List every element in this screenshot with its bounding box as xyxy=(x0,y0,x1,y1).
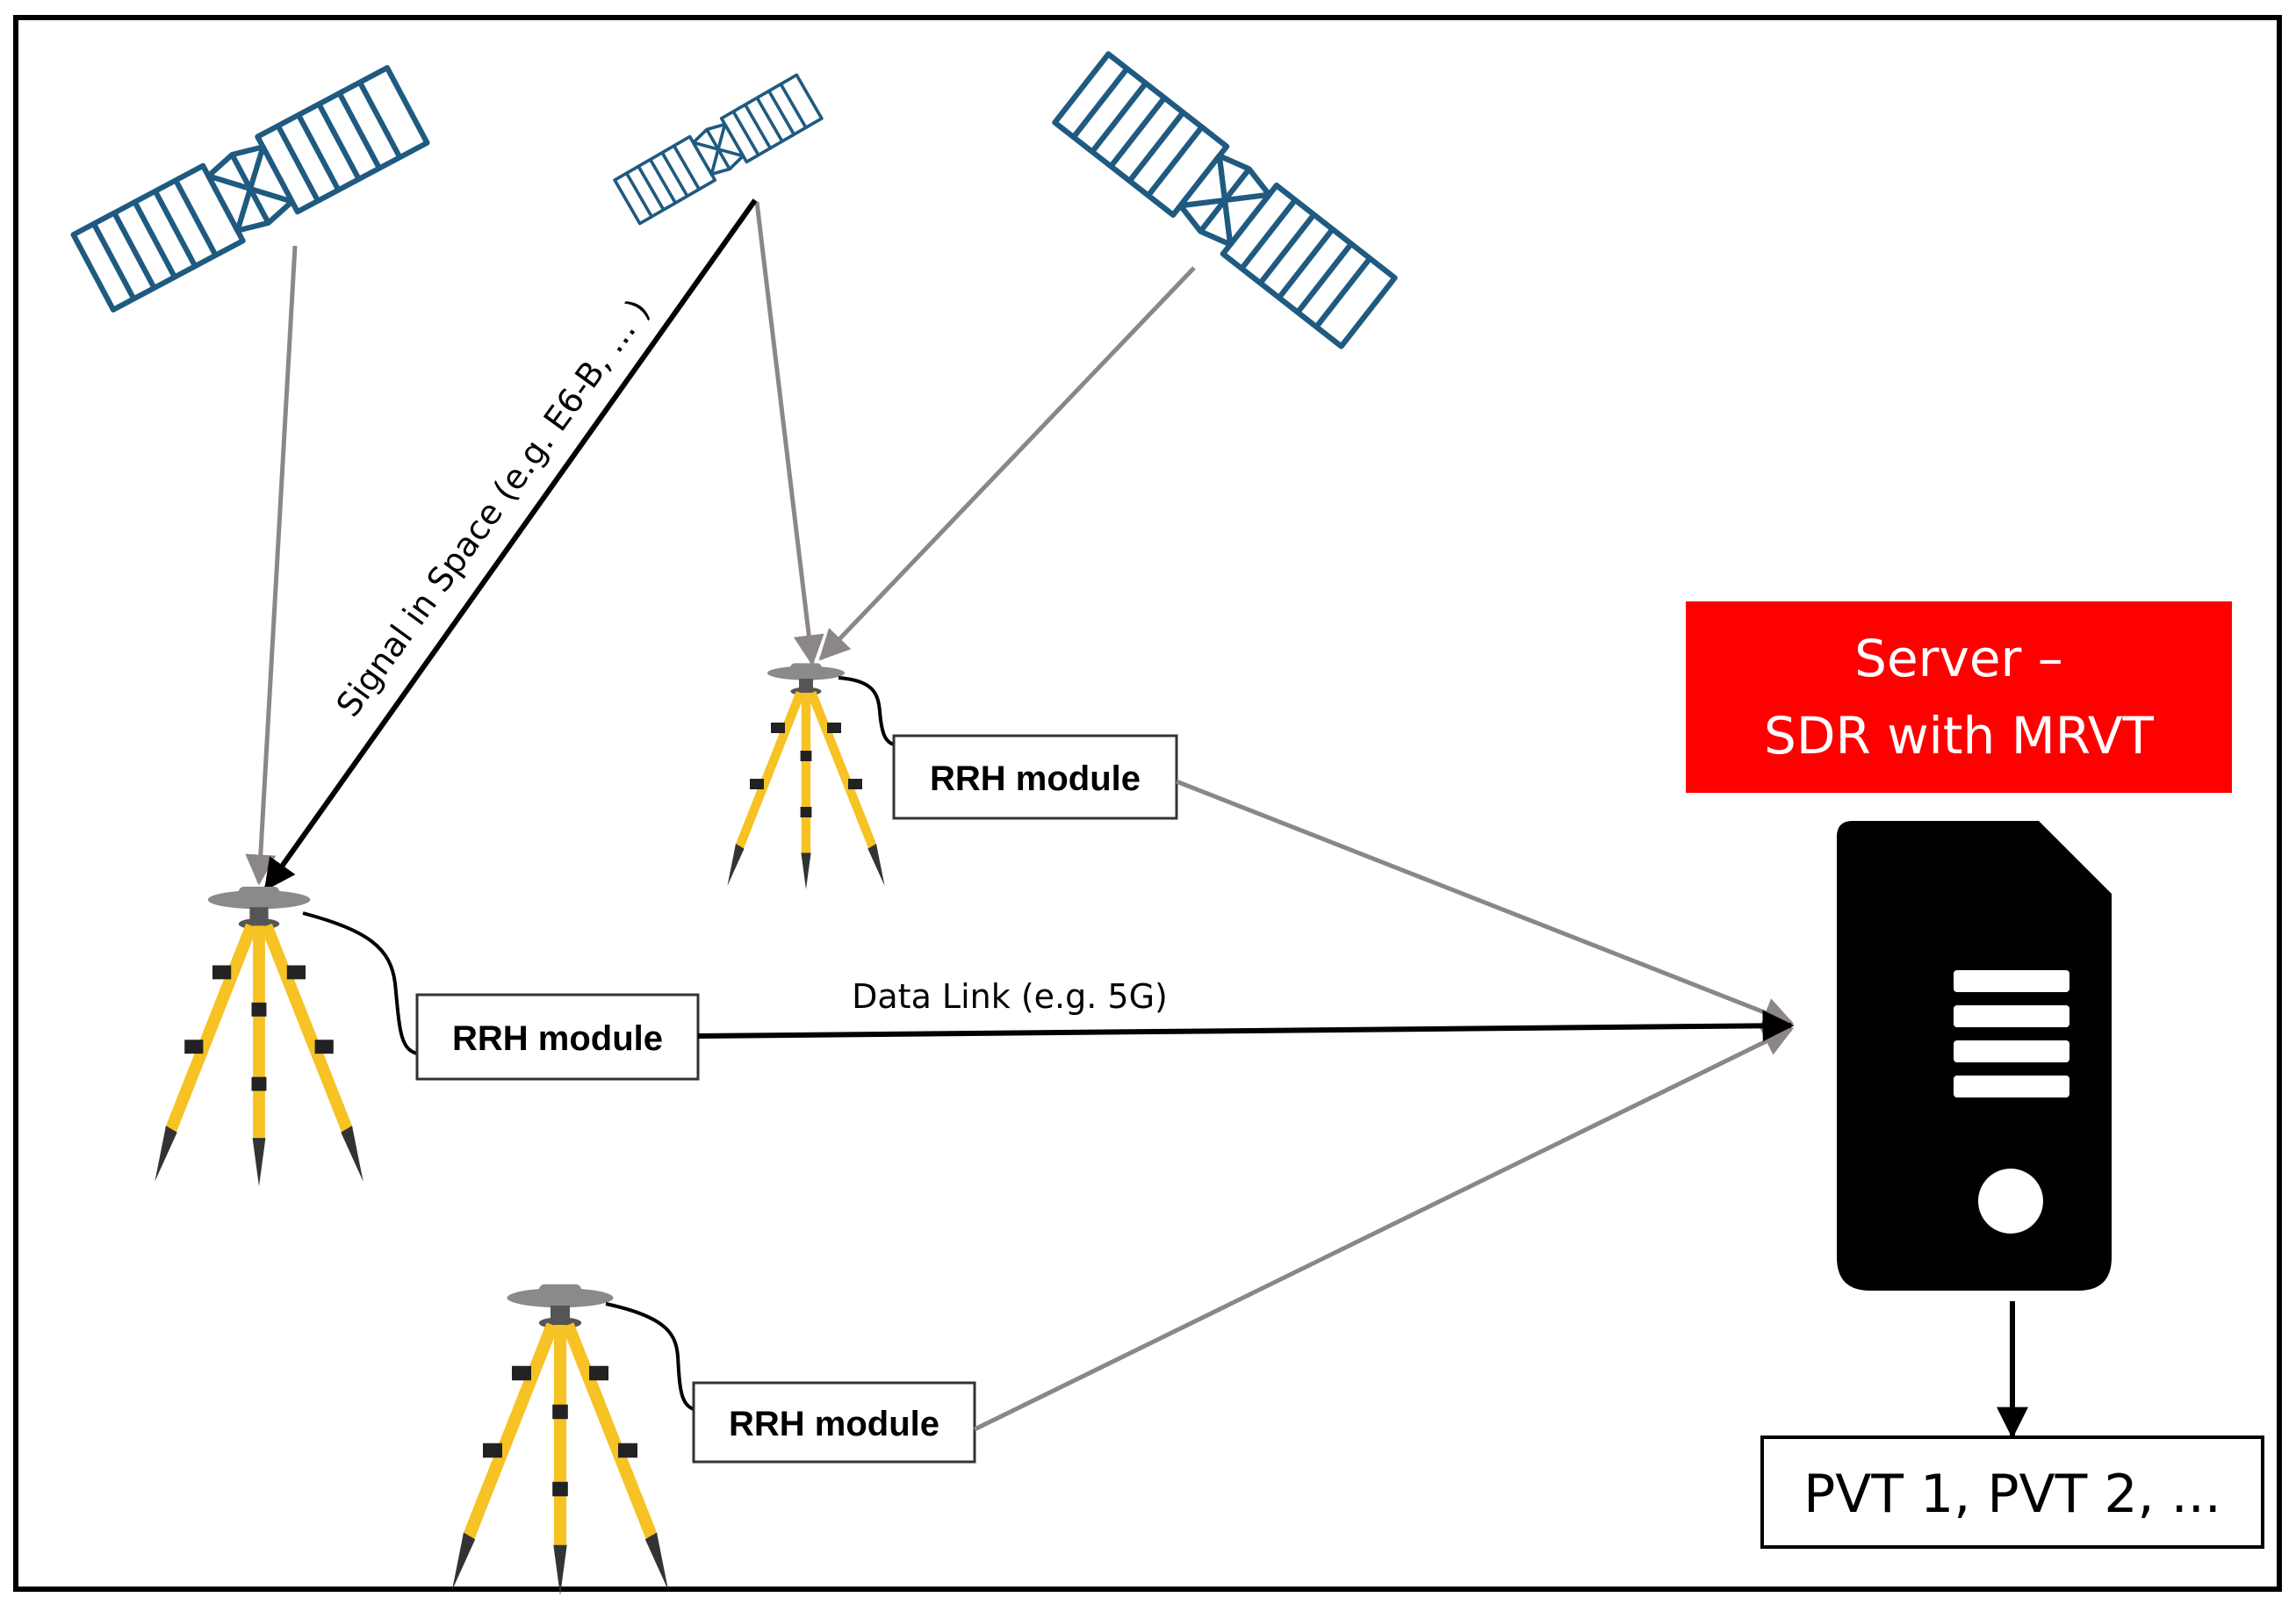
rrh-module-1: RRH module xyxy=(415,993,700,1081)
pvt-output-label: PVT 1, PVT 2, ... xyxy=(1803,1464,2221,1525)
signal-line-right-sat-to-tripod-2 xyxy=(818,266,1196,661)
signal-in-space-arrow xyxy=(263,198,758,891)
signal-line-center-sat-to-tripod-2 xyxy=(754,201,824,666)
rrh-module-2-label: RRH module xyxy=(930,759,1141,798)
pvt-output-box: PVT 1, PVT 2, ... xyxy=(1760,1436,2264,1549)
rrh-module-1-label: RRH module xyxy=(452,1019,663,1058)
server-label: Server – SDR with MRVT xyxy=(1686,601,2232,793)
data-link-label: Data Link (e.g. 5G) xyxy=(852,977,1168,1016)
rrh-module-3: RRH module xyxy=(692,1381,976,1464)
data-link-rrh-1-to-server xyxy=(697,1010,1795,1042)
rrh-module-2: RRH module xyxy=(892,734,1178,820)
server-label-line2: SDR with MRVT xyxy=(1764,706,2155,766)
cable-tripod-1 xyxy=(302,911,418,1055)
data-link-rrh-3-to-server xyxy=(973,1026,1795,1432)
server-label-line1: Server – xyxy=(1854,629,2063,688)
cable-tripod-3 xyxy=(605,1302,695,1411)
cable-tripod-2 xyxy=(838,676,895,746)
data-link-rrh-2-to-server xyxy=(1176,779,1795,1027)
signal-line-left-sat-to-tripod-1 xyxy=(245,245,298,886)
server-tower-icon xyxy=(1837,821,2112,1291)
rrh-module-3-label: RRH module xyxy=(729,1405,939,1443)
